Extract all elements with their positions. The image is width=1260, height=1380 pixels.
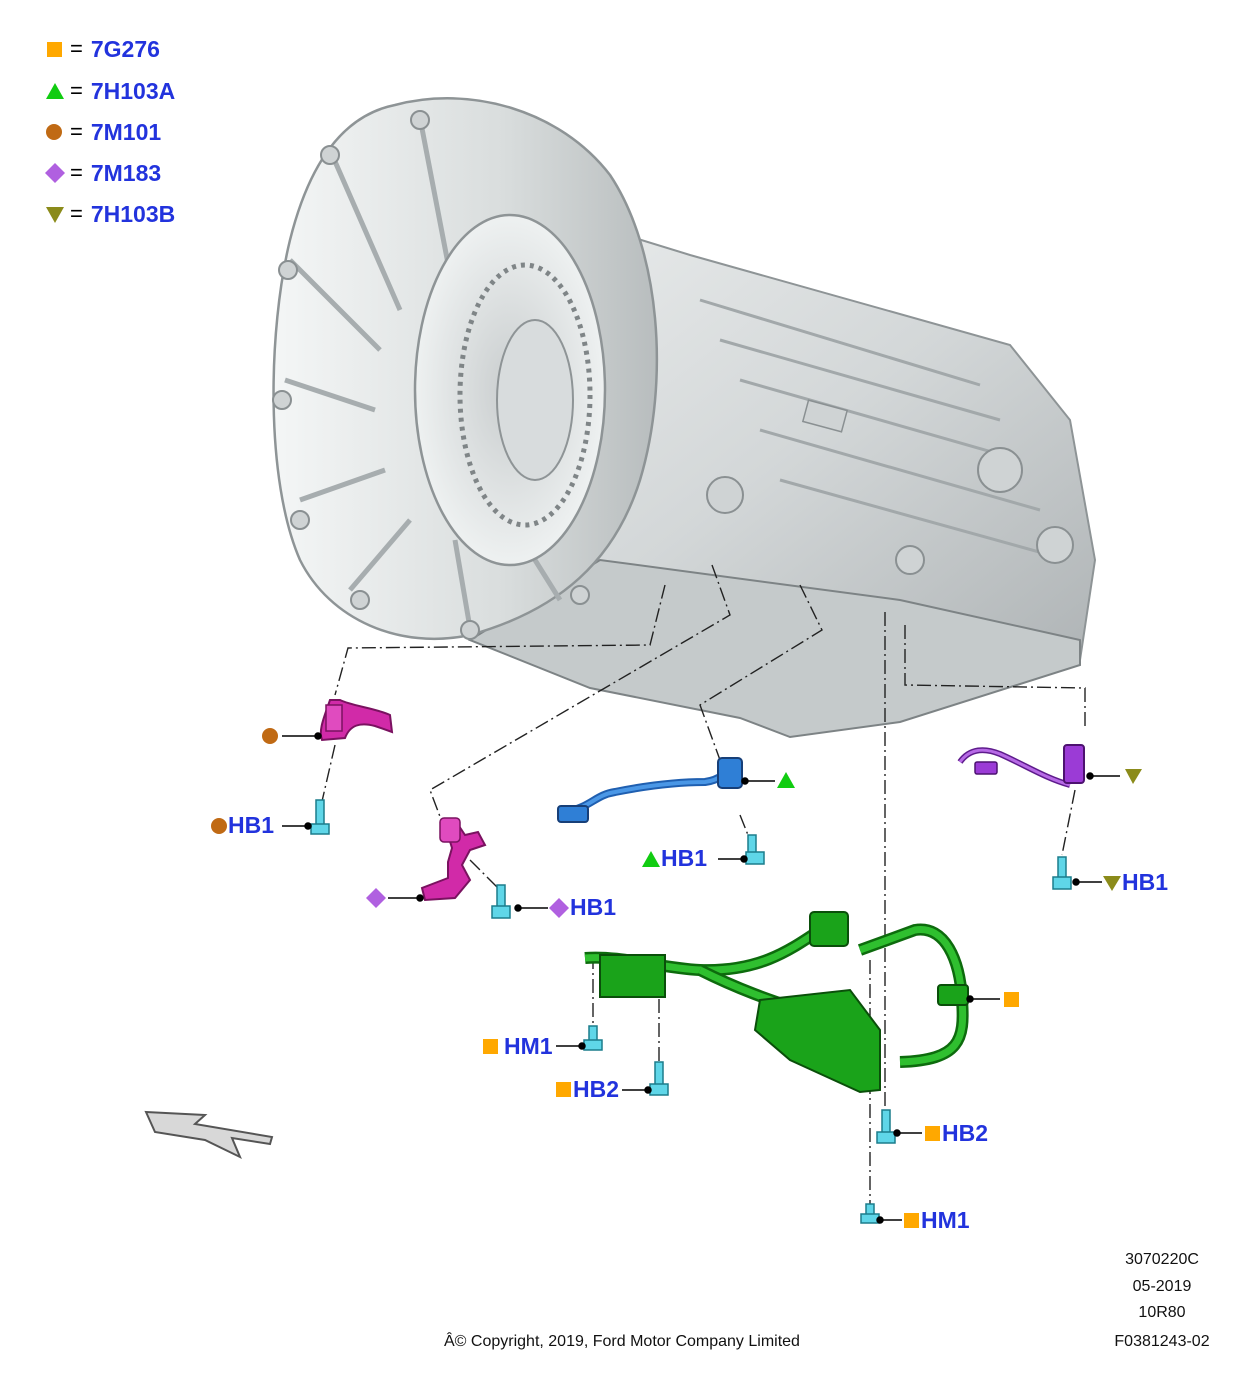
square-icon	[483, 1038, 498, 1054]
callout-7g276-hb2-right: HB2	[924, 1120, 988, 1147]
sensor-7m101	[319, 699, 394, 742]
legend-equals: =	[70, 201, 83, 226]
figure-id: F0381243-02	[1114, 1333, 1210, 1350]
sensor-7h103a	[557, 757, 743, 823]
callout-text: HB2	[942, 1120, 989, 1146]
leader-7h103a	[699, 584, 823, 841]
leader-7m183	[429, 564, 731, 891]
callout-text: HB1	[661, 845, 708, 871]
legend-code: 7H103B	[90, 200, 176, 227]
callout-7g276-hm1-bottom: HM1	[903, 1207, 970, 1234]
callout-leaders	[282, 732, 1120, 1224]
callout-text: HB1	[1122, 869, 1169, 895]
bolt-7h103b-hb1	[1052, 856, 1072, 890]
transmission-model: 10R80	[1138, 1304, 1186, 1321]
callout-7h103b-hb1: HB1	[1102, 869, 1168, 896]
callout-7g276-hb2-left: HB2	[555, 1076, 619, 1103]
triangle-down-icon	[1125, 769, 1142, 784]
triangle-up-icon	[777, 772, 795, 788]
legend-row-7h103a: = 7H103A	[44, 76, 175, 106]
bolt-7h103a-hb1	[745, 834, 765, 865]
leader-lines	[319, 564, 1086, 1210]
bolt-7g276-hb2-left	[649, 1061, 669, 1096]
circle-icon	[46, 124, 62, 140]
illustration-date: 05-2019	[1132, 1278, 1192, 1295]
sensor-7m183	[420, 817, 487, 902]
square-icon	[556, 1081, 571, 1097]
callout-7m183-hb1: HB1	[548, 894, 616, 921]
callout-text: HM1	[921, 1207, 970, 1233]
legend-row-7g276: = 7G276	[44, 34, 160, 64]
triangle-down-icon	[46, 207, 64, 223]
triangle-up-icon	[642, 850, 660, 867]
transmission-housing	[272, 97, 1097, 739]
square-icon	[904, 1212, 919, 1228]
legend-equals: =	[70, 78, 83, 103]
copyright-notice: Â© Copyright, 2019, Ford Motor Company L…	[444, 1333, 800, 1350]
callout-text: HB1	[228, 812, 275, 838]
legend-row-7m183: = 7M183	[44, 158, 161, 188]
legend-row-7h103b: = 7H103B	[44, 199, 175, 229]
callout-symbols	[262, 728, 1142, 1007]
diamond-icon	[45, 163, 65, 183]
legend-code: 7M183	[90, 159, 162, 186]
wiring-harness-7g276	[584, 911, 969, 1094]
leader-7m101	[319, 584, 666, 811]
bolt-7g276-hb2-right	[876, 1109, 896, 1144]
bolts	[310, 799, 1072, 1224]
callout-text: HB2	[573, 1076, 620, 1102]
legend-equals: =	[70, 119, 83, 144]
diamond-icon	[549, 897, 569, 918]
square-icon	[1004, 992, 1019, 1007]
sensor-7h103b	[957, 744, 1085, 788]
leader-7h103b	[904, 625, 1086, 856]
square-icon	[925, 1125, 940, 1141]
square-icon	[47, 42, 62, 57]
legend-equals: =	[70, 160, 83, 185]
legend-equals: =	[70, 36, 83, 61]
circle-icon	[211, 817, 227, 834]
illustration-id: 3070220C	[1125, 1251, 1199, 1268]
legend-code: 7G276	[90, 35, 160, 62]
legend-code: 7H103A	[90, 77, 176, 104]
callout-text: HB1	[570, 894, 617, 920]
legend-code: 7M101	[90, 118, 162, 145]
callout-7g276-hm1-left: HM1	[482, 1033, 553, 1060]
callout-7m101-hb1: HB1	[210, 812, 274, 839]
front-direction-arrow	[144, 1110, 274, 1160]
bolt-7m101-hb1	[310, 799, 330, 835]
triangle-up-icon	[46, 83, 64, 99]
oil-pan	[467, 558, 1081, 739]
callout-text: HM1	[504, 1033, 553, 1059]
bolt-7m183-hb1	[491, 884, 511, 919]
circle-icon	[262, 728, 278, 744]
triangle-down-icon	[1103, 875, 1121, 891]
bolt-7g276-hm1-left	[583, 1025, 603, 1051]
legend-row-7m101: = 7M101	[44, 117, 161, 147]
callout-7h103a-hb1: HB1	[641, 845, 707, 872]
diamond-icon	[366, 888, 386, 908]
